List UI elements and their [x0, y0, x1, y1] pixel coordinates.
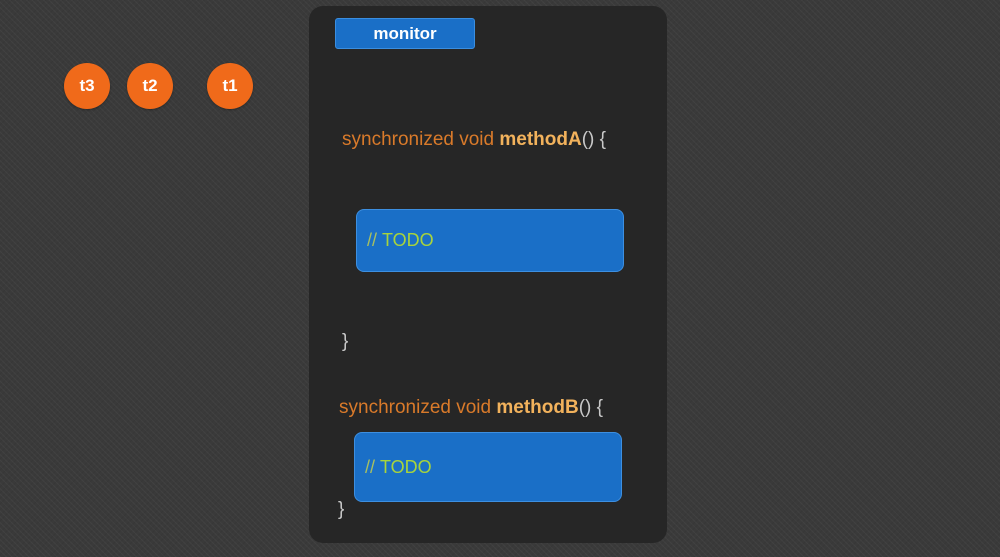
methodB-keywords: synchronized void: [339, 397, 492, 418]
monitor-panel: monitor synchronized void methodA() { //…: [309, 6, 667, 543]
methodA-todo-text: TODO: [382, 230, 434, 250]
methodB-close-brace: }: [338, 499, 345, 520]
methodA-name: methodA: [499, 129, 582, 150]
thread-t1-label: t1: [222, 76, 238, 95]
methodB-body-block: // TODO: [354, 432, 622, 502]
monitor-tag-label: monitor: [373, 23, 437, 43]
methodB-open-brace: () {: [578, 397, 603, 418]
thread-t1-circle: t1: [207, 63, 253, 109]
thread-t2-label: t2: [142, 76, 158, 95]
methodA-body-block: // TODO: [356, 209, 624, 272]
methodB-name: methodB: [496, 397, 579, 418]
monitor-tag: monitor: [335, 18, 475, 49]
thread-t3-circle: t3: [64, 63, 110, 109]
thread-t2-circle: t2: [127, 63, 173, 109]
methodB-signature: synchronized void methodB() {: [339, 397, 603, 419]
methodA-open-brace: () {: [581, 129, 606, 150]
thread-t3-label: t3: [79, 76, 95, 95]
methodA-signature: synchronized void methodA() {: [342, 129, 606, 151]
methodA-comment-marker: //: [367, 230, 378, 250]
methodB-todo-text: TODO: [380, 456, 432, 477]
methodA-keywords: synchronized void: [342, 129, 495, 150]
methodB-comment-marker: //: [365, 456, 376, 477]
methodA-close-brace: }: [342, 331, 349, 352]
